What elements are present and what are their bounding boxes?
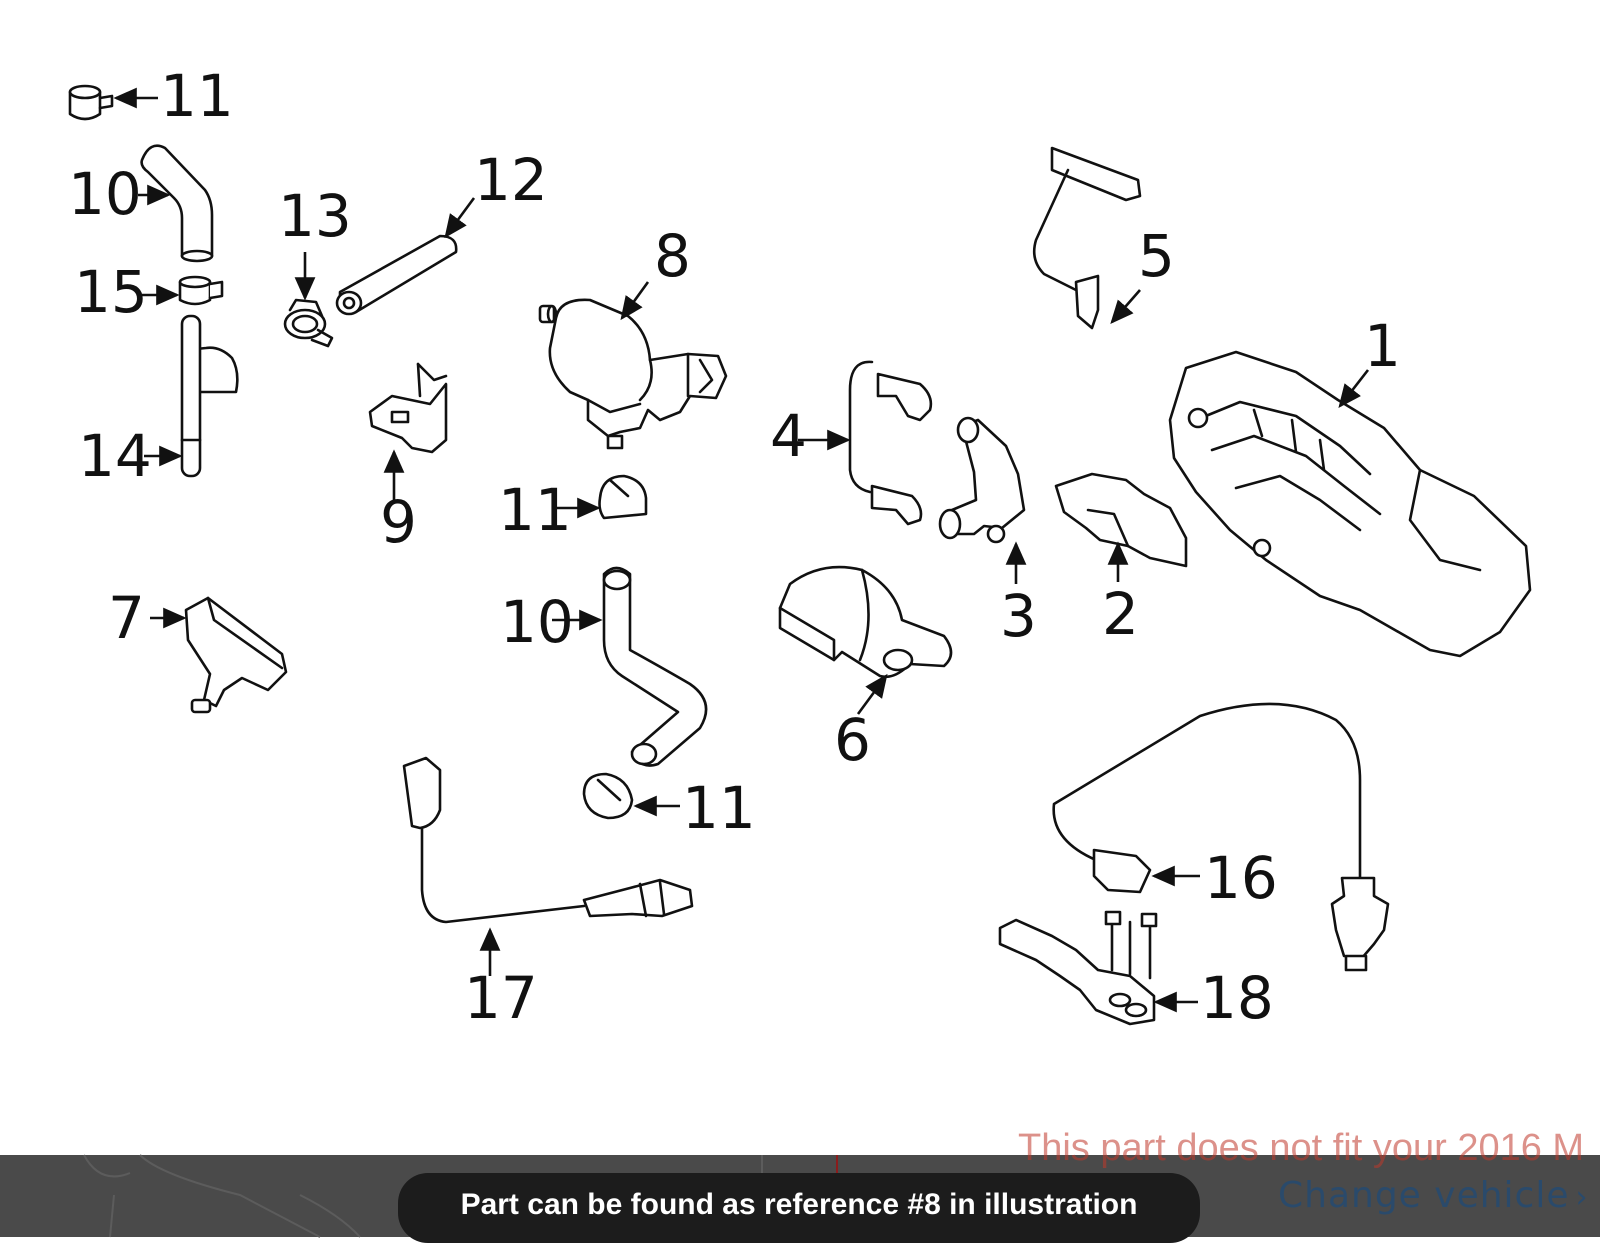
callout-14: 14: [78, 422, 152, 490]
callout-8: 8: [654, 222, 691, 290]
arrow-1: [1338, 369, 1370, 409]
callout-7: 7: [108, 584, 145, 652]
parts-diagram: 11 10 15 14 13 12: [68, 62, 1532, 1032]
arrow-6: [856, 673, 888, 715]
callout-13: 13: [278, 182, 352, 250]
part-4-wire-harness[interactable]: [848, 360, 933, 526]
part-16-oxygen-sensor[interactable]: [1052, 702, 1390, 972]
callout-18: 18: [1200, 964, 1274, 1032]
part-7-sensor[interactable]: [184, 596, 288, 714]
arrow-5: [1110, 289, 1141, 324]
part-2-bracket[interactable]: [1054, 472, 1188, 568]
callout-6: 6: [834, 706, 871, 774]
part-12-straight-hose[interactable]: [335, 234, 458, 316]
callout-4: 4: [770, 402, 807, 470]
callout-11a: 11: [160, 62, 234, 130]
callout-9: 9: [380, 488, 417, 556]
chevron-right-icon: ›: [1575, 1180, 1589, 1215]
part-5-bracket[interactable]: [1032, 146, 1142, 330]
part-18-bracket[interactable]: [998, 910, 1158, 1026]
toast-message: Part can be found as reference #8 in ill…: [460, 1188, 1138, 1221]
part-6-pump[interactable]: [778, 565, 953, 679]
callout-11c: 11: [682, 774, 756, 842]
callout-11b: 11: [498, 476, 572, 544]
fitment-warning: This part does not fit your 2016 M: [1018, 1127, 1585, 1169]
arrow-8: [620, 281, 650, 321]
part-9-bracket[interactable]: [368, 362, 448, 454]
part-11-clamp-top[interactable]: [68, 84, 114, 121]
part-11-clamp-lower[interactable]: [582, 772, 634, 820]
part-10-hose-upper[interactable]: [140, 144, 214, 263]
part-1-canister[interactable]: [1168, 350, 1532, 658]
part-15-clip[interactable]: [178, 275, 224, 306]
reference-toast: Part can be found as reference #8 in ill…: [398, 1173, 1200, 1243]
callout-3: 3: [1000, 582, 1037, 650]
callout-10b: 10: [500, 588, 574, 656]
part-3-valve[interactable]: [938, 416, 1026, 544]
part-17-oxygen-sensor[interactable]: [402, 756, 694, 924]
part-13-clamp[interactable]: [283, 298, 334, 348]
callout-17: 17: [464, 964, 538, 1032]
callout-1: 1: [1364, 312, 1401, 380]
callout-10a: 10: [68, 160, 142, 228]
change-vehicle-label: Change vehicle: [1278, 1175, 1570, 1216]
callout-16: 16: [1204, 844, 1278, 912]
part-10-hose-lower[interactable]: [602, 566, 708, 767]
part-11-clamp-middle[interactable]: [598, 474, 648, 520]
part-8-pump[interactable]: [538, 298, 728, 450]
bottom-bar: This part does not fit your 2016 M Chang…: [0, 1127, 1600, 1243]
callout-5: 5: [1138, 222, 1175, 290]
arrow-12: [444, 197, 476, 239]
change-vehicle-link[interactable]: Change vehicle›: [1278, 1175, 1589, 1216]
callout-12: 12: [474, 146, 548, 214]
callout-2: 2: [1102, 580, 1139, 648]
part-14-tube[interactable]: [180, 314, 239, 478]
callout-15: 15: [74, 258, 148, 326]
